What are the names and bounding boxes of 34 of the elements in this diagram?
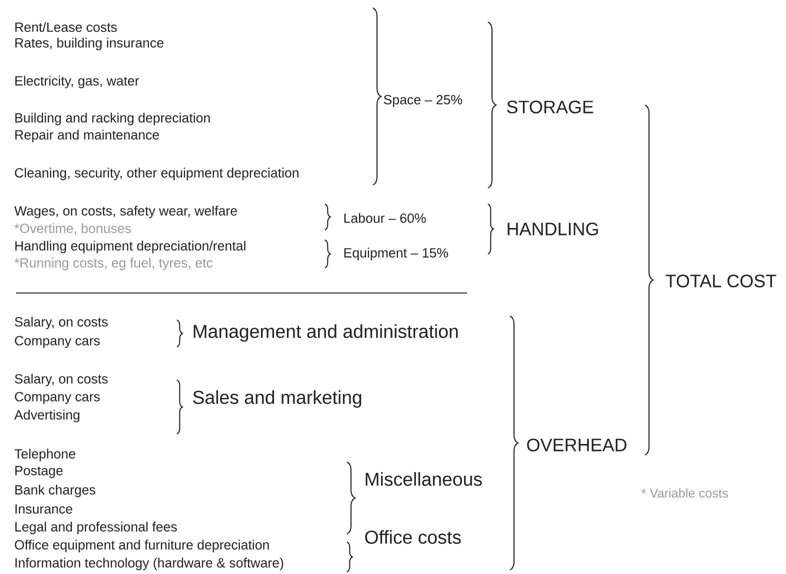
footnote: * Variable costs (641, 488, 728, 498)
category-label: STORAGE (507, 100, 594, 114)
cost-group-label: Space – 25% (384, 94, 462, 108)
cost-item: Postage (15, 466, 63, 478)
cost-item: Salary, on costs (14, 316, 108, 330)
cost-item: Cleaning, security, other equipment depreciation (14, 168, 298, 180)
cost-item: Office equipment and furniture depreciation (14, 540, 269, 552)
cost-item: Company cars (14, 392, 100, 404)
cost-item: Repair and maintenance (15, 130, 159, 142)
category-label: OVERHEAD (527, 438, 626, 452)
cost-item: Bank charges (15, 484, 96, 498)
cost-item: Rent/Lease costs (15, 22, 117, 32)
cost-item: Advertising (14, 410, 80, 422)
cost-item: Wages, on costs, safety wear, welfare (14, 206, 237, 218)
cost-group-label: Labour – 60% (344, 213, 426, 223)
cost-item: Salary, on costs (14, 374, 108, 386)
cost-group-label: Management and administration (194, 324, 458, 342)
cost-item: Rates, building insurance (15, 38, 164, 50)
cost-item: Building and racking depreciation (15, 112, 210, 126)
cost-group-label: Equipment – 15% (344, 248, 448, 260)
cost-item: Insurance (16, 504, 72, 514)
category-label: TOTAL COST (666, 274, 776, 288)
cost-item: Telephone (14, 448, 76, 462)
cost-item: Handling equipment depreciation/rental (15, 240, 246, 254)
variable-cost-item: *Running costs, eg fuel, tyres, etc (14, 258, 213, 270)
cost-item: Electricity, gas, water (15, 76, 140, 88)
cost-group-label: Miscellaneous (366, 472, 482, 486)
variable-cost-item: *Overtime, bonuses (14, 223, 131, 235)
category-label: HANDLING (508, 222, 598, 236)
cost-group-label: Office costs (365, 530, 461, 544)
cost-item: Information technology (hardware & software) (16, 558, 284, 570)
cost-group-label: Sales and marketing (193, 390, 362, 408)
cost-item: Legal and professional fees (15, 522, 177, 534)
cost-item: Company cars (14, 336, 100, 348)
